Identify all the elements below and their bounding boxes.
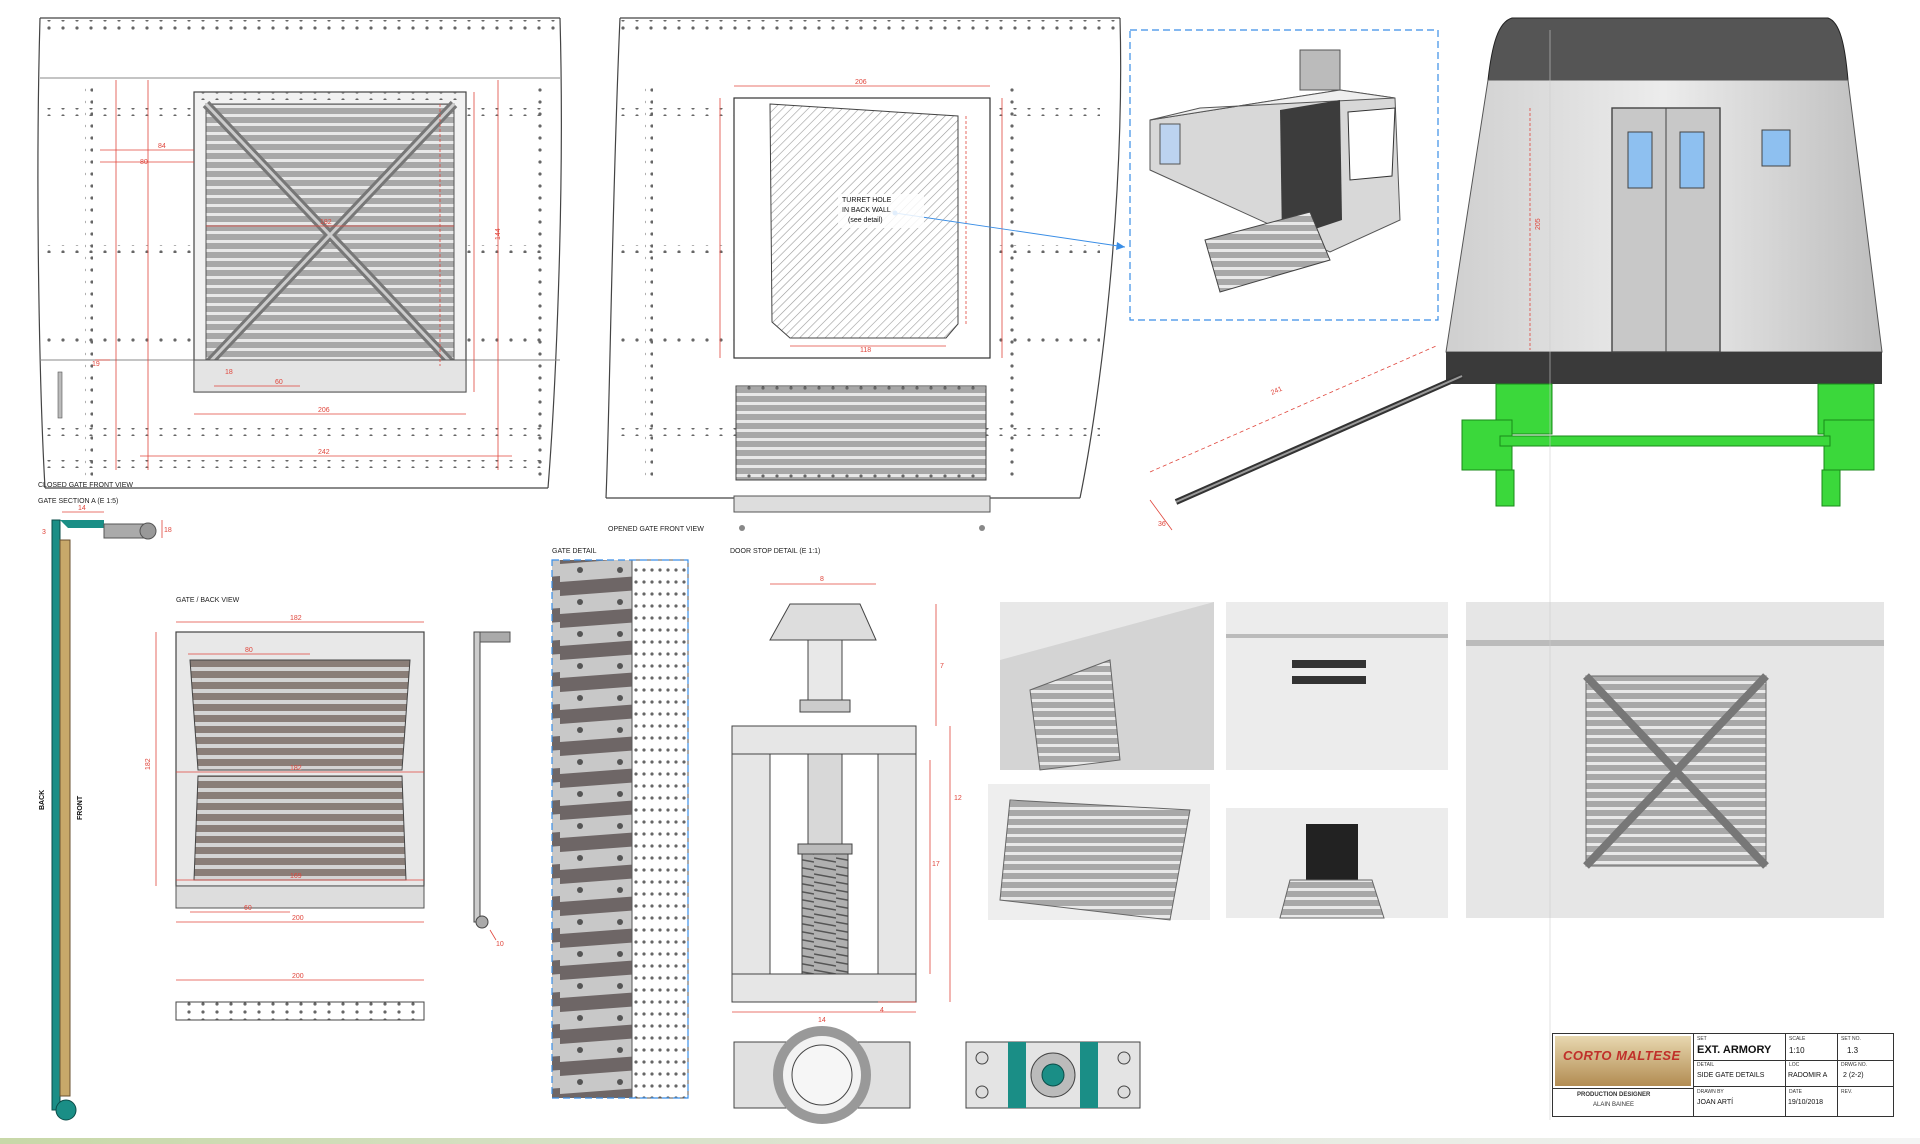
gate-detail: GATE DETAIL [551, 548, 689, 1099]
closed-gate-front-label: CLOSED GATE FRONT VIEW [38, 482, 133, 489]
scale-value: 1:10 [1789, 1046, 1805, 1055]
dim-sec-3: 3 [42, 529, 46, 536]
dim-ramp-end: 36 [1158, 521, 1166, 528]
set-value: EXT. ARMORY [1697, 1044, 1772, 1056]
gate-section-label: GATE SECTION A (E 1:5) [38, 498, 118, 505]
drawn-cell [1693, 1086, 1786, 1117]
rev-cell [1837, 1086, 1894, 1117]
render-thumbnails [988, 602, 1884, 921]
armory-rear-view: 241 205 36 [1149, 17, 1883, 531]
turret-hole-note-3: (see detail) [848, 217, 883, 224]
loc-cell [1785, 1060, 1838, 1087]
pd-label: PRODUCTION DESIGNER [1577, 1092, 1651, 1098]
setno-value: 1.3 [1847, 1046, 1859, 1055]
logo-text: CORTO MALTESE [1563, 1048, 1681, 1063]
dim-gate-top: 80 [245, 647, 253, 654]
setno-cell [1837, 1034, 1894, 1060]
door-stop-label: DOOR STOP DETAIL (E 1:1) [730, 548, 820, 555]
drwg-value: 2 (2-2) [1843, 1072, 1864, 1079]
detail-value: SIDE GATE DETAILS [1697, 1072, 1765, 1079]
dim-open-width: 206 [855, 79, 867, 86]
dim-closed-h: 144 [495, 228, 502, 240]
gate-back-label: GATE / BACK VIEW [176, 597, 240, 604]
dim-stop-4: 4 [880, 1007, 884, 1014]
dim-sec-14: 14 [78, 505, 86, 512]
dim-gate-w: 182 [290, 615, 302, 622]
dim-stop-7: 7 [940, 663, 944, 670]
turret-hole-note-2: IN BACK WALL [842, 207, 891, 214]
dim-sec-18: 18 [164, 527, 172, 534]
dim-gate-base-2: 200 [292, 973, 304, 980]
dim-door: 205 [1535, 218, 1542, 230]
scale-cell [1785, 1034, 1838, 1060]
door-stop-detail: DOOR STOP DETAIL (E 1:1) 8 14 4 7 12 17 [730, 548, 1141, 1124]
dim-open-inner: 118 [860, 347, 871, 354]
gate-detail-label: GATE DETAIL [552, 548, 597, 555]
gate-side-profile: 10 [473, 631, 511, 948]
loc-label: LOC [1789, 1062, 1800, 1068]
dim-closed-width: 206 [318, 407, 330, 414]
rev-label: REV. [1841, 1089, 1853, 1095]
detail-label: DETAIL [1697, 1062, 1715, 1068]
set-cell [1693, 1034, 1786, 1060]
dim-closed-outer: 242 [318, 449, 330, 456]
dim-side-10: 10 [496, 941, 504, 948]
gate-back-view: GATE / BACK VIEW 182 80 182 169 200 60 1… [145, 597, 425, 1021]
loc-value: RADOMIR A [1788, 1072, 1828, 1079]
dim-stop-14: 14 [818, 1017, 826, 1024]
label-front: FRONT [77, 795, 84, 820]
opened-gate-front-label: OPENED GATE FRONT VIEW [608, 526, 704, 533]
opened-gate-front-view: 206 118 TURRET HOLE IN BACK WALL (see de… [605, 17, 1126, 533]
dim-closed-d: 18 [225, 369, 233, 376]
drawn-value: JOAN ARTÍ [1697, 1099, 1734, 1106]
setno-label: SET NO. [1841, 1036, 1861, 1042]
dim-gate-base: 200 [292, 915, 304, 922]
dim-gate-inner: 169 [290, 873, 302, 880]
dim-gate-mid: 182 [290, 765, 302, 772]
label-back: BACK [39, 790, 46, 810]
drwg-cell [1837, 1060, 1894, 1087]
date-label: DATE [1789, 1089, 1802, 1095]
dim-stop-17: 17 [932, 861, 940, 868]
dim-stop-8: 8 [820, 576, 824, 583]
dim-gate-h: 182 [145, 758, 152, 770]
pd-value: ALAIN BAINEE [1593, 1102, 1635, 1108]
dim-gate-60: 60 [244, 905, 252, 912]
date-cell [1785, 1086, 1838, 1117]
dim-closed-inner: 182 [320, 219, 332, 226]
scale-label: SCALE [1789, 1036, 1806, 1042]
drawn-label: DRAWN BY [1697, 1089, 1724, 1095]
dim-closed-e: 19 [92, 361, 100, 368]
closed-gate-front-view: 206 242 182 84 80 60 18 19 144 CLOSED GA… [37, 17, 562, 489]
date-value: 19/10/2018 [1788, 1099, 1824, 1106]
set-label: SET [1697, 1036, 1707, 1042]
title-block: CORTO MALTESE PRODUCTION DESIGNER ALAIN … [1552, 1033, 1894, 1117]
detail-cell [1693, 1060, 1786, 1087]
iso-render-panel [1129, 29, 1439, 321]
dim-closed-b: 80 [140, 159, 148, 166]
dim-ramp: 241 [1270, 386, 1284, 397]
dim-closed-c: 60 [275, 379, 283, 386]
dim-closed-a: 84 [158, 143, 166, 150]
drwg-label: DRWG NO. [1841, 1062, 1868, 1068]
logo-panel [1555, 1036, 1691, 1086]
dim-stop-12: 12 [954, 795, 962, 802]
footer-bar [0, 1138, 1920, 1144]
designer-cell [1553, 1088, 1693, 1116]
gate-section-a: GATE SECTION A (E 1:5) BACK FRONT 14 3 1… [38, 498, 172, 1121]
turret-hole-note-1: TURRET HOLE [842, 197, 892, 204]
